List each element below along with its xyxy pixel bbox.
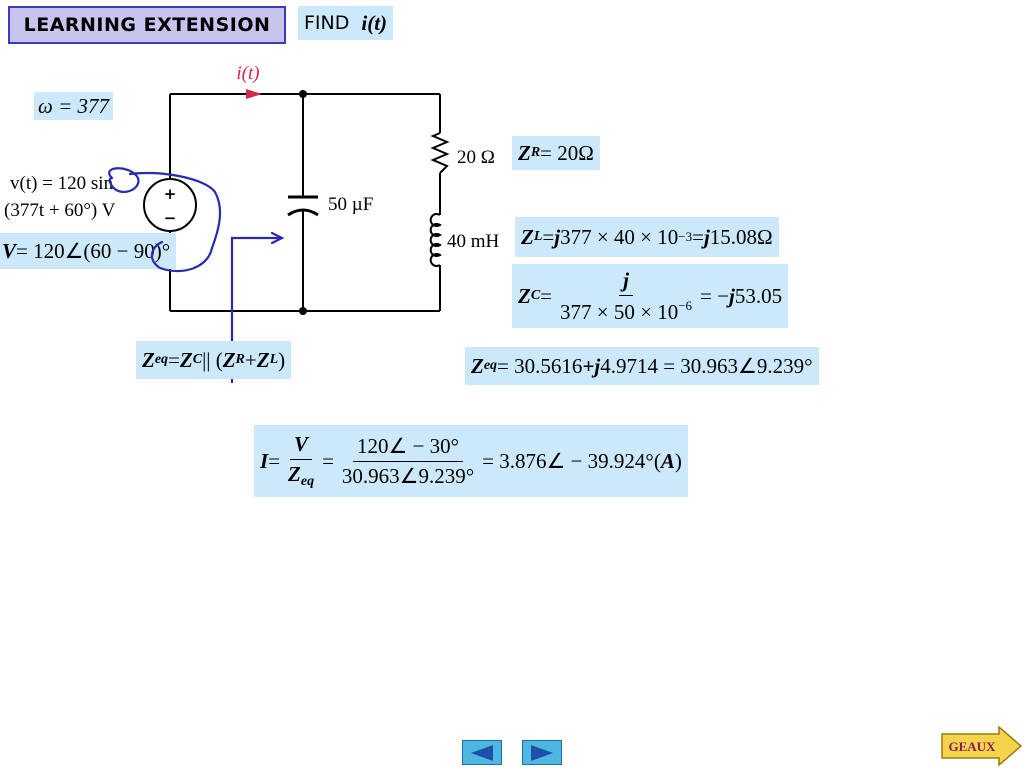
pointer-arrowhead-mark — [270, 231, 285, 245]
task-statement: FIND i(t) — [298, 6, 394, 40]
circuit-diagram: + − i(t) v(t) = 120 sin (377t + 60°) V 5… — [4, 63, 500, 315]
loop-stroke-mark — [128, 171, 222, 273]
current-fraction-2: 120∠ − 30° 30.963∠9.239° — [341, 433, 475, 488]
capacitor-symbol — [287, 195, 319, 217]
handwritten-annotation — [108, 167, 285, 384]
zc-fraction: j 377 × 50 × 10−6 — [560, 267, 693, 324]
previous-slide-button[interactable] — [462, 740, 502, 765]
inductor-label: 40 mH — [447, 231, 500, 252]
resistor-symbol — [430, 132, 450, 174]
top-node — [299, 90, 307, 98]
source-label-line1: v(t) = 120 sin — [10, 173, 114, 194]
current-arrow-icon — [246, 89, 262, 99]
task-label: FIND — [304, 12, 350, 34]
arrow-right-icon — [531, 744, 553, 761]
resistor-label: 20 Ω — [457, 147, 495, 168]
svg-text:−: − — [164, 209, 177, 227]
current-label: i(t) — [236, 63, 259, 84]
next-slide-button[interactable] — [522, 740, 562, 765]
source-label-line2: (377t + 60°) V — [4, 200, 116, 221]
bottom-node — [299, 307, 307, 315]
current-phasor-equation: I = V Zeq = 120∠ − 30° 30.963∠9.239° = 3… — [254, 425, 688, 497]
capacitor-label: 50 µF — [328, 194, 373, 215]
sin-circle-mark — [108, 167, 140, 194]
badge-label: LEARNING EXTENSION — [23, 14, 271, 36]
inductor-symbol — [429, 213, 442, 267]
task-expression: i(t) — [361, 10, 388, 35]
geaux-arrow-icon — [941, 726, 1023, 766]
geaux-label: GEAUX — [949, 739, 997, 754]
geaux-button[interactable]: GEAUX — [941, 726, 1023, 766]
pointer-stroke-mark — [230, 236, 282, 384]
voltage-source-symbol: + − — [143, 178, 197, 232]
svg-text:+: + — [164, 185, 177, 203]
current-fraction-1: V Zeq — [288, 432, 315, 489]
phasor-voltage-equation: V = 120∠(60 − 90)° — [0, 233, 177, 269]
arrow-left-icon — [471, 744, 493, 761]
learning-extension-badge: LEARNING EXTENSION — [8, 6, 286, 44]
omega-equation: ω = 377 — [34, 92, 113, 120]
